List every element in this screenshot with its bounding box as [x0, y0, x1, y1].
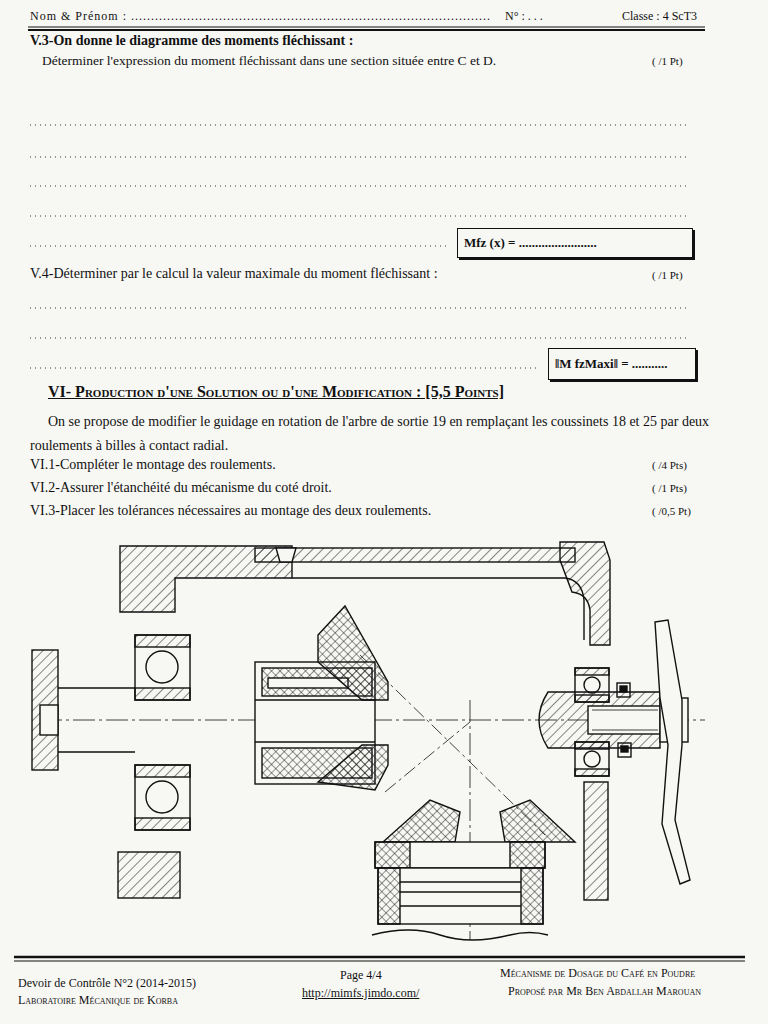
- bevel-gear: [318, 606, 388, 700]
- answer-field: ‖M fzMaxi‖ = ...........: [549, 356, 674, 372]
- section-heading: VI- Production d'une Solution ou d'une M…: [48, 382, 504, 401]
- question-text: Déterminer l'expression du moment fléchi…: [42, 53, 496, 69]
- points-note: ( /1 Pts): [652, 482, 687, 495]
- points-note: ( /1 Pt): [652, 55, 683, 68]
- instruction-paragraph: On se propose de modifier le guidage en …: [30, 410, 720, 458]
- left-pulley: [32, 650, 135, 770]
- cover-screw: [276, 548, 296, 562]
- answer-lines: [30, 125, 690, 368]
- answer-field: Mfz (x) = ........................: [458, 235, 603, 251]
- header-field: Nom & Prénom : .........................…: [30, 9, 491, 23]
- question-text: V.3-On donne le diagramme des moments fl…: [30, 33, 353, 50]
- footer-text: Laboratoire Mécanique de Korba: [18, 993, 178, 1007]
- ball-bearing: [135, 765, 190, 830]
- footer-text: Page 4/4: [340, 968, 382, 982]
- question-text: V.4-Déterminer par le calcul la valeur m…: [30, 266, 438, 283]
- bevel-gear: [318, 745, 388, 790]
- answer-box: Mfz (x) = ........................: [457, 228, 693, 258]
- housing-section: [560, 542, 610, 645]
- header-field: Classe : 4 ScT3: [622, 9, 697, 23]
- pitch-line: [385, 722, 470, 792]
- answer-box: ‖M fzMaxi‖ = ...........: [548, 348, 696, 380]
- points-note: ( /1 Pt): [652, 269, 683, 282]
- cover-plate: [255, 548, 575, 562]
- question-text: VI.1-Compléter le montage des roulements…: [30, 457, 276, 474]
- page-rules: [14, 27, 745, 961]
- assembly-drawing: [32, 542, 705, 940]
- question-text: VI.2-Assurer l'étanchéité du mécanisme d…: [30, 480, 332, 497]
- footer-text: Devoir de Contrôle N°2 (2014-2015): [18, 976, 196, 990]
- housing-section: [584, 782, 608, 900]
- footer-text: Mécanisme de Dosage du Café en Poudre: [500, 966, 695, 980]
- ball-bearing: [135, 635, 190, 700]
- footer-text: Proposé par Mr Ben Abdallah Marouan: [508, 984, 701, 998]
- question-text: VI.3-Placer les tolérances nécessaires a…: [30, 503, 431, 520]
- seal: [620, 686, 627, 692]
- points-note: ( /0,5 Pt): [652, 505, 691, 518]
- header-field: N° : . . .: [505, 9, 543, 23]
- points-note: ( /4 Pts): [652, 459, 687, 472]
- housing-section: [118, 852, 180, 898]
- input-bevel-gear: [372, 800, 575, 940]
- footer-url: http://mimfs.jimdo.com/: [302, 986, 419, 1000]
- lever: [655, 620, 690, 884]
